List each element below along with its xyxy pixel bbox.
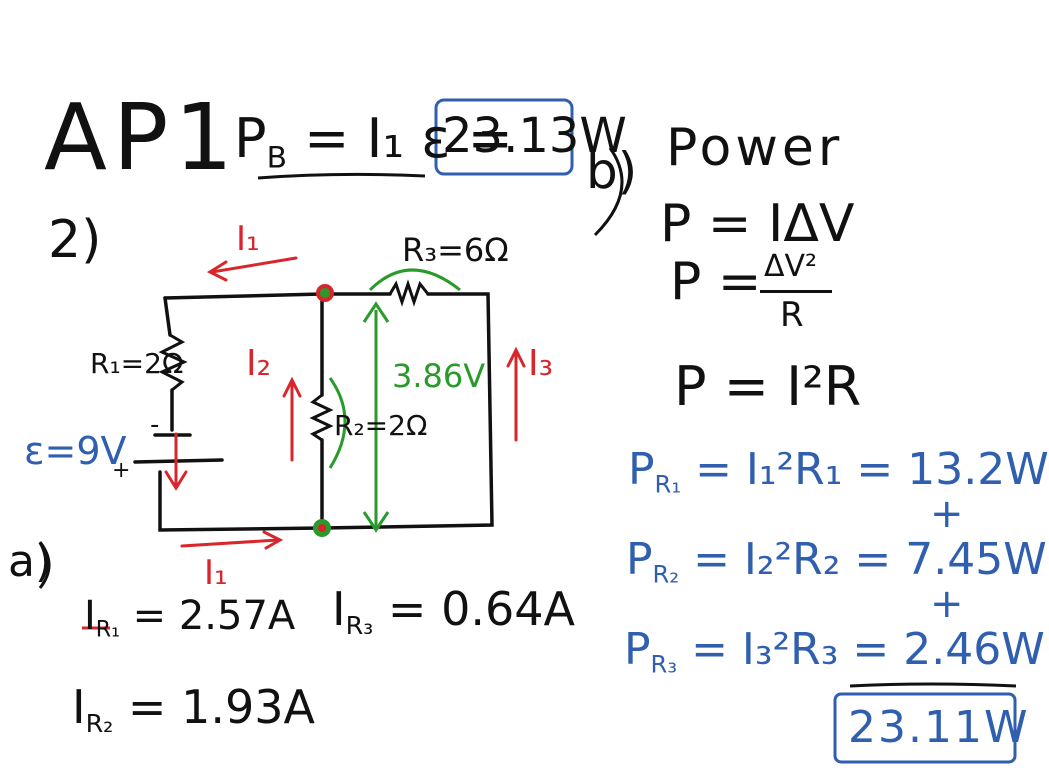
formula-p-v2-r: P = <box>670 256 761 308</box>
r2-label: R₂=2Ω <box>334 409 428 442</box>
power-heading: Power <box>666 118 844 178</box>
current-r2-sub: R₂ <box>85 708 114 738</box>
current-r3-value: = 0.64A <box>387 582 575 636</box>
current-r2-result: IR₂ = 1.93A <box>72 684 315 736</box>
current-r3-sub: R₃ <box>345 610 374 640</box>
current-label-right: I₃ <box>528 343 554 384</box>
power-row-r3-sub: R₃ <box>650 650 678 679</box>
power-row-r1-p: P <box>628 444 655 495</box>
current-r3-result: IR₃ = 0.64A <box>332 586 575 638</box>
current-r1-result: IR₁ = 2.57A <box>84 596 295 642</box>
current-label-top: I₁ <box>236 219 260 259</box>
power-row-r1-expr: = I₁²R₁ = 13.2W <box>695 444 1049 495</box>
page-title: AP1 <box>44 84 239 191</box>
b-bracket <box>593 147 624 237</box>
underline-battery <box>257 172 426 180</box>
current-r1-lead: I <box>84 593 96 639</box>
emf-label: ε=9V <box>24 429 127 473</box>
power-row-r3: PR₃ = I₃²R₃ = 2.46W <box>624 628 1045 677</box>
total-power: 23.11W <box>848 702 1030 753</box>
current-label-bottom: I₁ <box>204 553 228 593</box>
power-row-r1-sub: R₁ <box>654 470 682 499</box>
resistor-r2-zigzag <box>309 393 334 442</box>
formula-p-i2-r: P = I²R <box>674 355 862 418</box>
node-top-green <box>320 288 330 298</box>
power-row-r2-expr: = I₂²R₂ = 7.45W <box>693 534 1047 585</box>
power-row-r3-expr: = I₃²R₃ = 2.46W <box>691 624 1045 675</box>
battery-minus: - <box>150 410 160 440</box>
current-arrows <box>164 256 526 550</box>
power-row-r3-p: P <box>624 624 651 675</box>
part-two-label: 2) <box>48 210 102 270</box>
current-r2-lead: I <box>72 680 86 734</box>
current-r3-lead: I <box>332 582 346 636</box>
plus-sign-1: + <box>930 491 964 537</box>
current-r2-value: = 1.93A <box>127 680 315 734</box>
total-underline <box>849 682 1017 688</box>
result-box-battery <box>434 98 574 176</box>
current-r1-value: = 2.57A <box>132 593 296 639</box>
power-row-r1: PR₁ = I₁²R₁ = 13.2W <box>628 448 1049 497</box>
r1-label: R₁=2Ω <box>90 347 184 380</box>
voltage-drop-label: 3.86V <box>392 357 486 395</box>
power-row-r2: PR₂ = I₂²R₂ = 7.45W <box>626 538 1047 587</box>
formula-p-v2-r-den: R <box>780 295 804 335</box>
plus-sign-2: + <box>930 581 964 627</box>
battery-plus: + <box>112 458 131 483</box>
part-b-label: b) <box>586 142 638 200</box>
voltage-markings <box>328 268 461 533</box>
battery-power-symbol: P <box>234 107 267 170</box>
resistor-r3-zigzag <box>388 279 430 307</box>
battery-power-sub: B <box>266 140 287 176</box>
battery-power-result: 23.13W <box>442 108 627 164</box>
formula-p-i-dv: P = IΔV <box>660 194 855 254</box>
battery-power-expr: = I₁ ε = <box>304 107 513 170</box>
formula-fraction-bar <box>760 290 832 293</box>
current-label-mid: I₂ <box>246 343 272 384</box>
node-bottom-red <box>318 524 326 532</box>
battery-power-equation: PB = I₁ ε = <box>234 112 513 173</box>
circuit-wires <box>133 292 494 532</box>
a-bracket <box>38 541 51 589</box>
current-r1-sub: R₁ <box>95 617 120 643</box>
formula-p-v2-r-lhs: P = <box>670 252 762 312</box>
handwriting-canvas <box>38 98 1017 764</box>
part-a-label: a) <box>8 536 53 587</box>
r3-label: R₃=6Ω <box>402 231 509 269</box>
formula-p-v2-r-num: ΔV² <box>764 249 818 284</box>
power-row-r2-sub: R₂ <box>652 560 680 589</box>
total-box <box>833 692 1017 764</box>
resistor-r1-zigzag <box>158 333 188 392</box>
power-row-r2-p: P <box>626 534 653 585</box>
